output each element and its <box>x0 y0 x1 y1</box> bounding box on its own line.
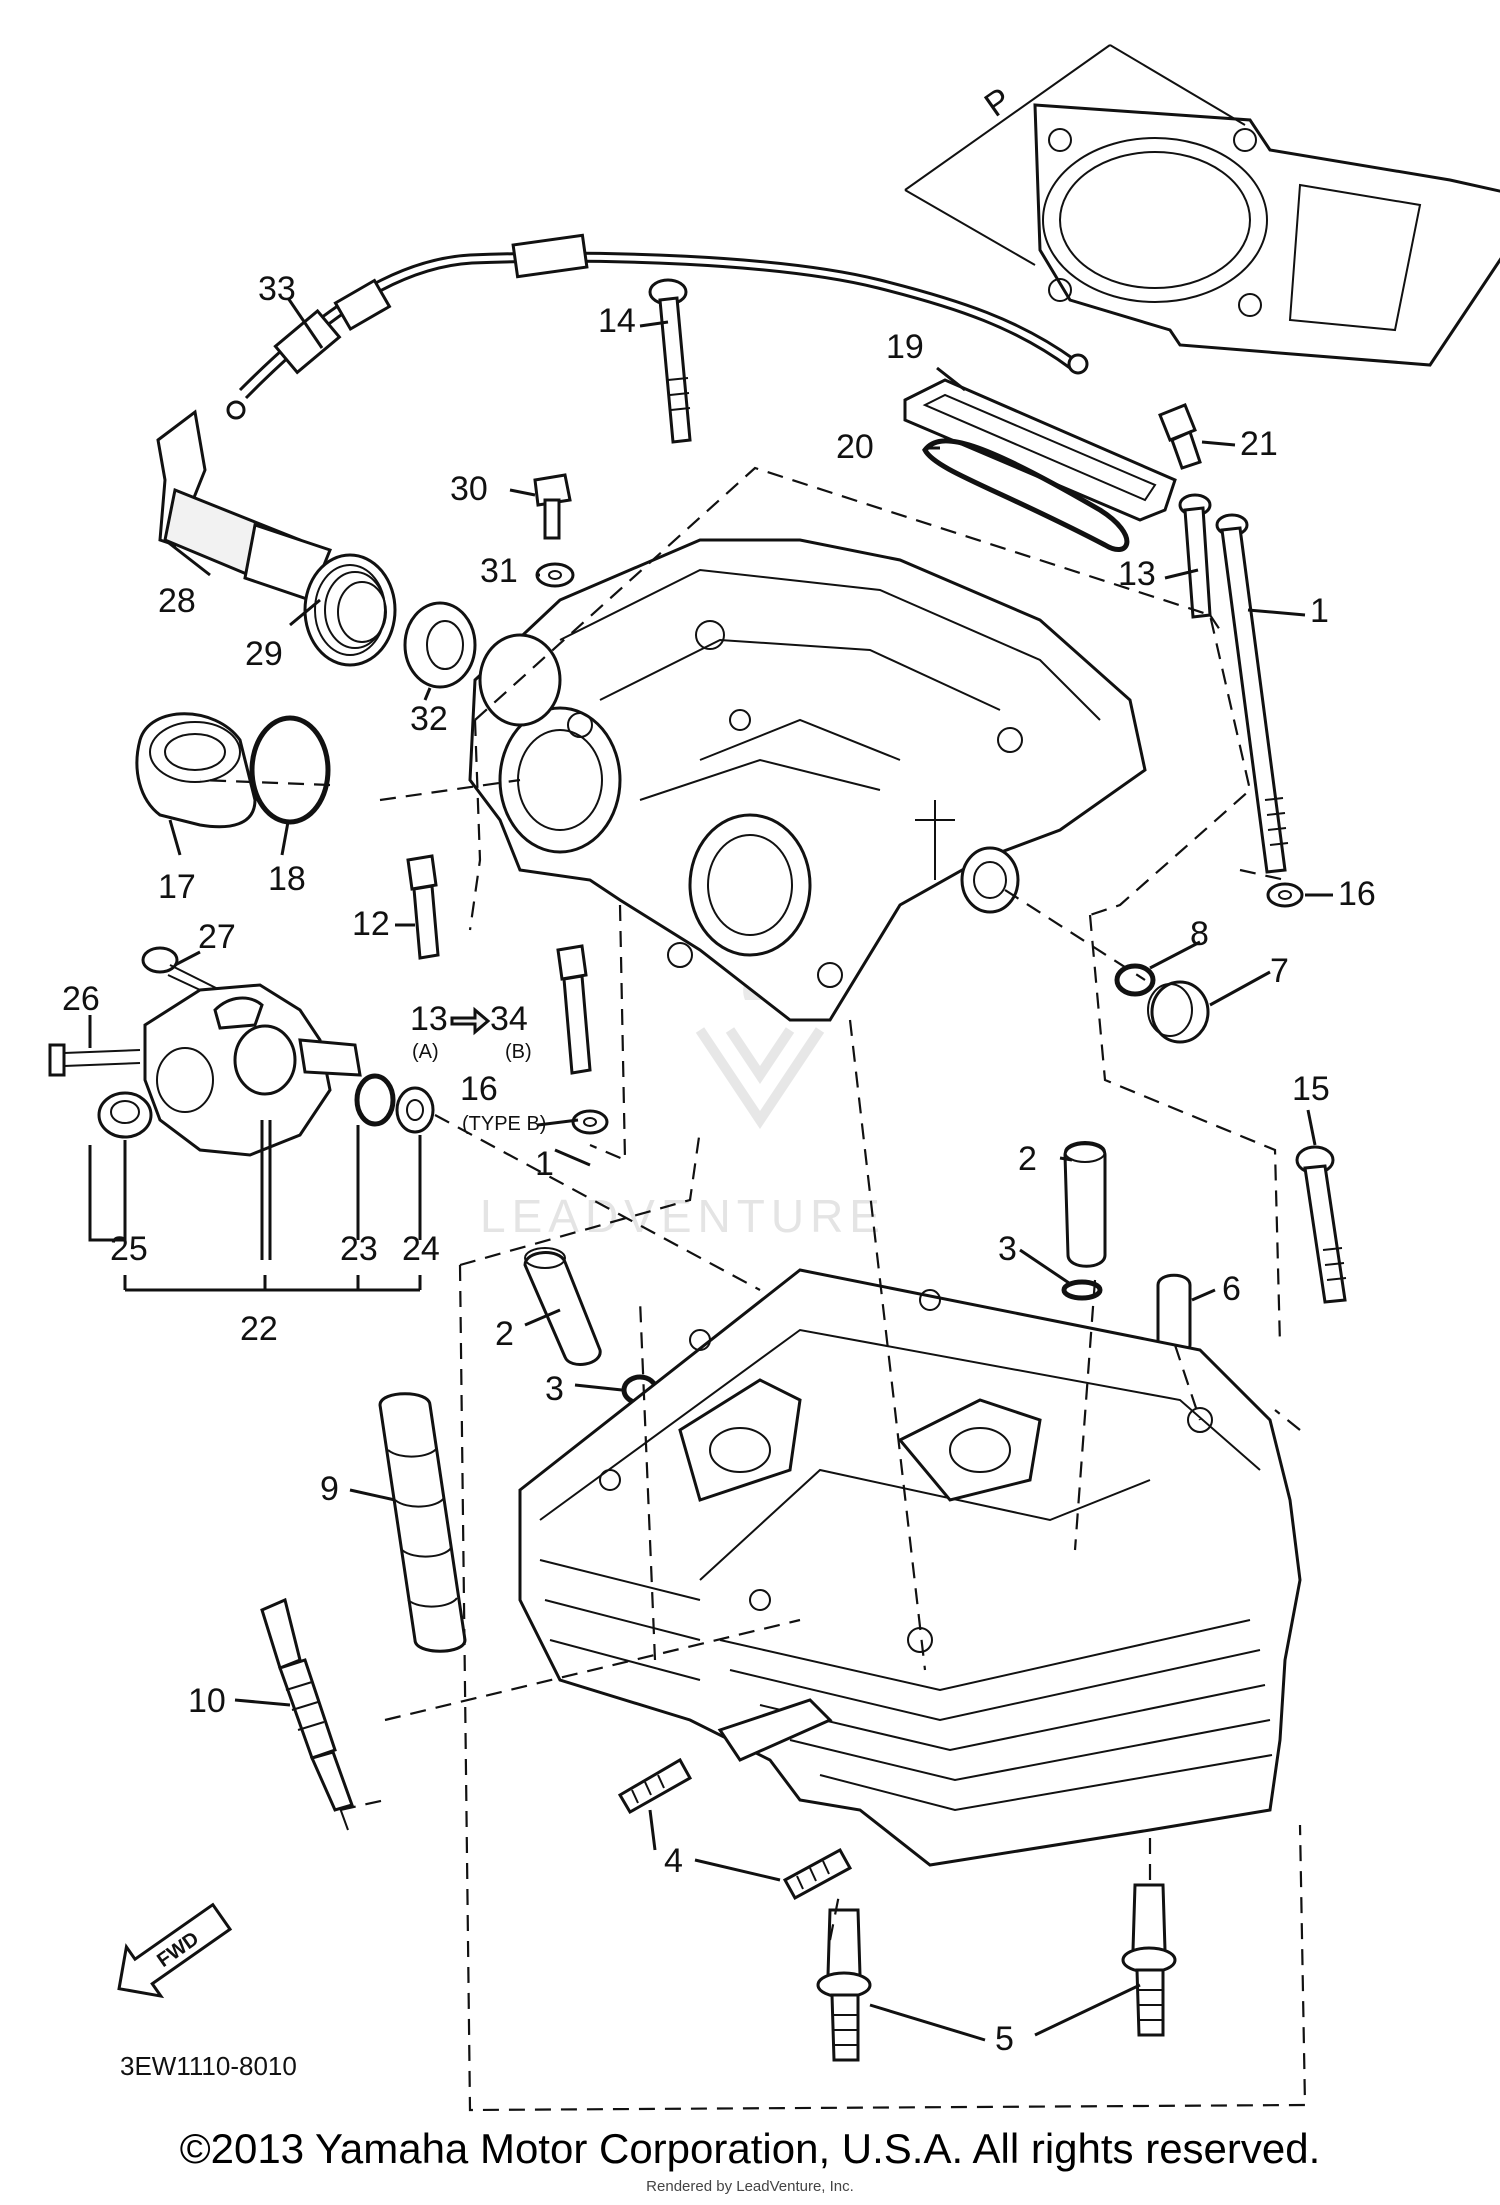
stud-5-right <box>1121 1883 1177 2037</box>
cap-17 <box>135 712 257 829</box>
valve-guide-2-right <box>1063 1141 1107 1268</box>
annotation-a: (A) <box>412 1041 439 1063</box>
cylinder-head-cover <box>468 538 1147 1022</box>
washer-16-center <box>571 1109 609 1135</box>
callout-3-right: 3 <box>998 1230 1017 1268</box>
o-ring-23 <box>354 1073 396 1127</box>
spark-plug <box>260 1597 354 1831</box>
rendered-by-text: Rendered by LeadVenture, Inc. <box>646 2178 854 2195</box>
callout-16-center: 16 <box>460 1070 498 1108</box>
stud-4-right <box>782 1847 853 1901</box>
tappet-cover-19 <box>903 378 1177 522</box>
copyright-notice: ©2013 Yamaha Motor Corporation, U.S.A. A… <box>179 2125 1321 2172</box>
callout-30: 30 <box>450 470 488 508</box>
callout-26: 26 <box>62 980 100 1018</box>
bolt-26 <box>48 1043 141 1077</box>
stud-4-left <box>617 1757 693 1815</box>
o-ring-8 <box>1114 963 1156 997</box>
valve-guide-2-left <box>523 1247 602 1366</box>
callout-18: 18 <box>268 860 306 898</box>
annotation-b: (B) <box>505 1041 532 1063</box>
assembly-outlines <box>199 466 1307 2112</box>
callout-15: 15 <box>1292 1070 1330 1108</box>
bolt-11 <box>1215 513 1289 874</box>
callout-9: 9 <box>320 1470 339 1508</box>
callout-12: 12 <box>352 905 390 943</box>
decompression-cable <box>226 233 1089 420</box>
bolt-34 <box>556 944 592 1075</box>
part-code: 3EW1110-8010 <box>120 2051 297 2081</box>
head-gasket <box>1033 103 1500 367</box>
callout-27: 27 <box>198 918 236 956</box>
bolt-21 <box>1158 403 1202 470</box>
callout-16-right: 16 <box>1338 875 1376 913</box>
oil-seal <box>403 601 477 689</box>
callout-29: 29 <box>245 635 283 673</box>
callout-1-top: 1 <box>1310 592 1329 630</box>
callout-10: 10 <box>188 1682 226 1720</box>
callout-6: 6 <box>1222 1270 1241 1308</box>
seal-24 <box>395 1086 435 1134</box>
callout-21: 21 <box>1240 425 1278 463</box>
cap-7 <box>1147 980 1210 1044</box>
watermark-text: LEADVENTURE <box>480 1190 886 1242</box>
callout-25: 25 <box>110 1230 148 1268</box>
callout-19: 19 <box>886 328 924 366</box>
stud-5-left <box>816 1908 872 2062</box>
callout-23: 23 <box>340 1230 378 1268</box>
dowel-tube-9 <box>378 1392 467 1653</box>
callout-5: 5 <box>995 2020 1014 2058</box>
fwd-arrow: FWD <box>117 1902 233 1999</box>
cylinder-head <box>518 1268 1302 1867</box>
callout-13-right: 13 <box>1118 555 1156 593</box>
bolt-14 <box>648 278 692 444</box>
callout-20: 20 <box>836 428 874 466</box>
clip-3-right <box>1061 1279 1103 1301</box>
o-ring-20 <box>922 438 1130 552</box>
dimension-label: P <box>978 80 1018 124</box>
annotation-type-b: (TYPE B) <box>462 1113 546 1135</box>
callout-33: 33 <box>258 270 296 308</box>
callout-1: 1 <box>535 1145 554 1183</box>
bolt-30 <box>533 473 572 540</box>
housing-22 <box>143 983 362 1157</box>
callout-labels: 33 14 19 20 21 13 1 30 31 28 29 32 17 18… <box>62 270 1376 2058</box>
callout-24: 24 <box>402 1230 440 1268</box>
callout-32: 32 <box>410 700 448 738</box>
callout-2-right: 2 <box>1018 1140 1037 1178</box>
bolt-15 <box>1295 1145 1347 1304</box>
callout-17: 17 <box>158 868 196 906</box>
callout-34: 34 <box>490 1000 528 1038</box>
callout-3-left: 3 <box>545 1370 564 1408</box>
callout-22: 22 <box>240 1310 278 1348</box>
washer-25 <box>97 1091 153 1139</box>
decompression-lever <box>156 409 332 602</box>
callout-7: 7 <box>1270 952 1289 990</box>
washer-31 <box>535 562 575 588</box>
callout-2-left: 2 <box>495 1315 514 1353</box>
o-ring-18 <box>249 715 331 825</box>
bolt-12 <box>406 854 440 960</box>
callout-31: 31 <box>480 552 518 590</box>
callout-14: 14 <box>598 302 636 340</box>
decompression-spring <box>303 553 397 667</box>
callout-8: 8 <box>1190 915 1209 953</box>
callout-4: 4 <box>664 1842 683 1880</box>
callout-13-center: 13 <box>410 1000 448 1038</box>
leader-lines <box>88 297 1333 2042</box>
supersede-arrow <box>450 1006 491 1036</box>
callout-28: 28 <box>158 582 196 620</box>
washer-16-right <box>1266 882 1304 908</box>
bolt-13-right <box>1178 493 1212 619</box>
